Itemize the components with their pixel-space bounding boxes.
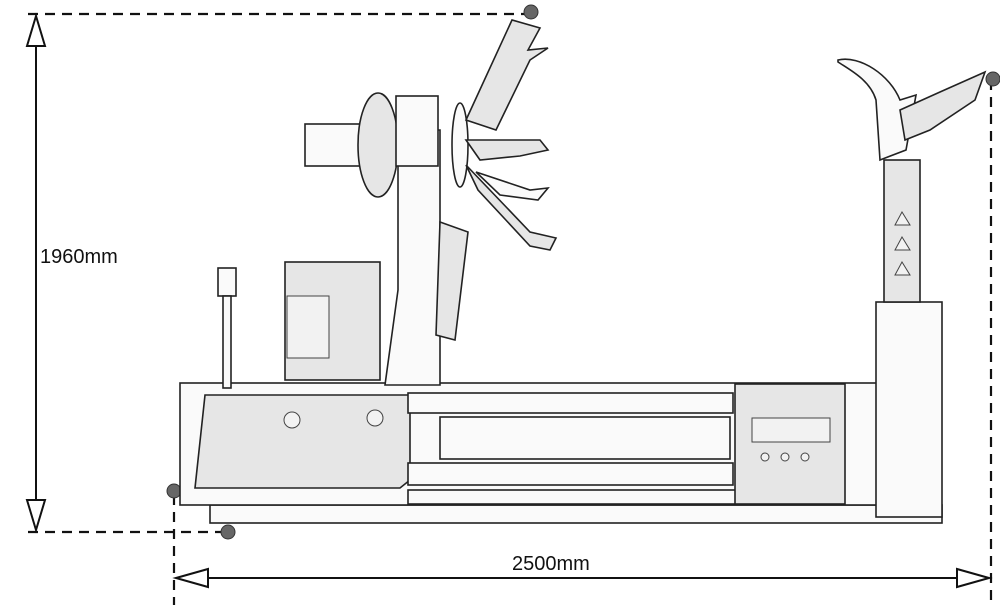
control-knob-3 <box>800 452 810 462</box>
left-housing-knob-2 <box>366 409 384 427</box>
measure-point-bottom-icon <box>220 524 236 540</box>
control-knob-2 <box>780 452 790 462</box>
base-bottom-rail <box>209 504 943 524</box>
right-column-post <box>883 159 921 303</box>
measure-point-right-icon <box>985 71 1000 87</box>
lever-handle <box>217 267 237 297</box>
tyre-changer-machine <box>179 19 987 524</box>
rail-upper <box>407 392 734 414</box>
chuck-plate <box>451 102 469 188</box>
left-housing <box>194 394 411 489</box>
height-arrow-top-icon <box>25 12 47 47</box>
control-panel-label <box>751 417 831 443</box>
rail-middle <box>439 416 731 460</box>
spindle-shaft <box>304 123 368 167</box>
right-column-tag-2 <box>894 235 911 251</box>
central-column-brace <box>435 220 469 342</box>
right-column-tag-1 <box>894 210 911 226</box>
left-housing-knob-1 <box>283 411 301 429</box>
motor-block-cover <box>286 295 330 359</box>
right-column-base <box>875 301 943 518</box>
height-arrow-bottom-icon <box>25 499 47 534</box>
rail-lower <box>407 462 734 486</box>
measure-point-left-icon <box>166 483 182 499</box>
width-dimension-label: 2500mm <box>512 553 590 575</box>
control-panel-box <box>734 383 846 505</box>
rail-inner-bar <box>407 489 754 505</box>
width-arrow-right-icon <box>956 567 993 589</box>
control-knob-1 <box>760 452 770 462</box>
chuck-arm-lower <box>465 164 558 251</box>
height-dimension-label: 1960mm <box>40 246 118 268</box>
right-clamp-jaw <box>899 70 987 142</box>
chuck-arm-upper <box>464 19 549 131</box>
measure-point-top-icon <box>523 4 539 20</box>
chuck-arm-lower-2 <box>475 171 550 201</box>
chuck-arm-middle <box>464 139 550 161</box>
width-arrow-left-icon <box>172 567 209 589</box>
spindle-housing <box>395 95 439 167</box>
right-column-tag-3 <box>894 260 911 276</box>
lever-rod <box>222 295 232 389</box>
spindle-flange <box>357 92 399 198</box>
